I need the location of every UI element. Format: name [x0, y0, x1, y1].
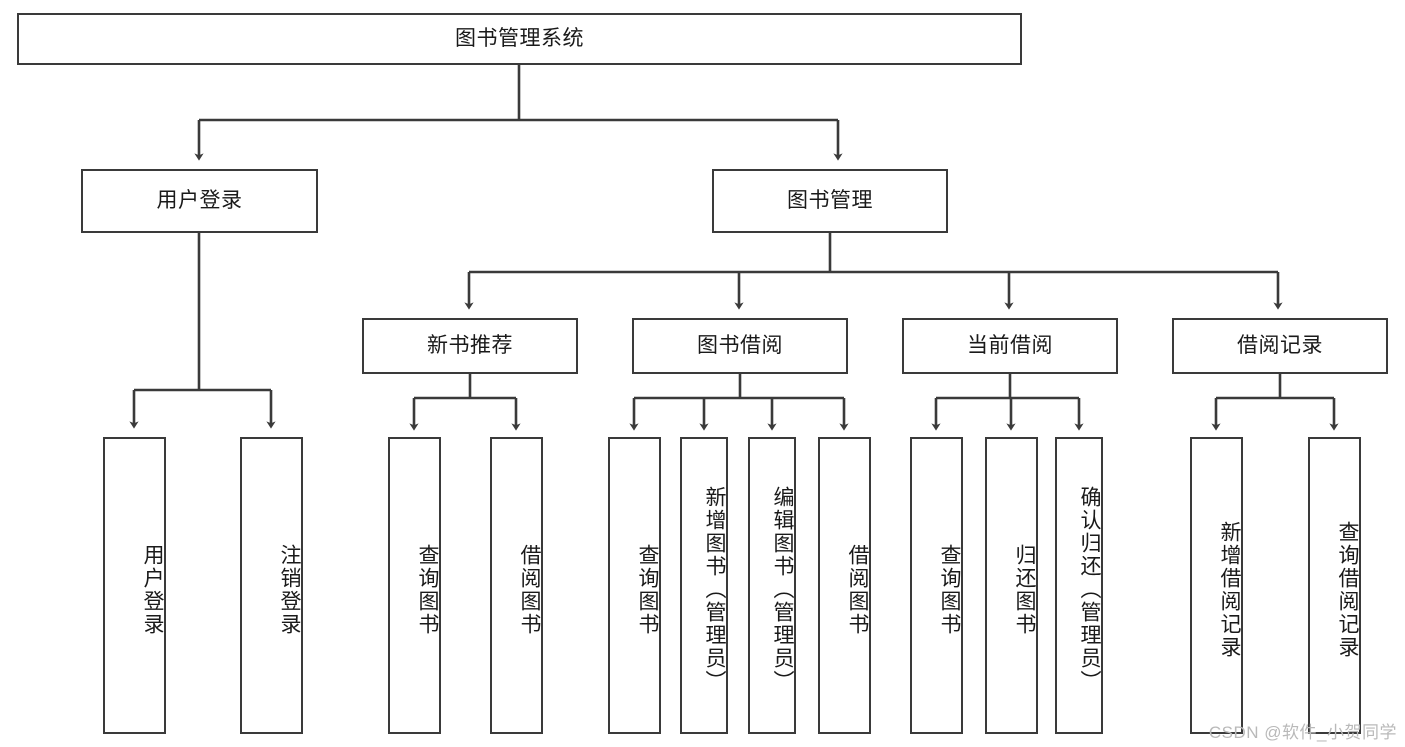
leaf-confirm-return-label: 确认归还（管理员）: [1078, 486, 1101, 693]
node-borrow-record-label: 借阅记录: [1237, 334, 1323, 358]
leaf-edit-book[interactable]: 编辑图书（管理员）: [748, 437, 796, 734]
leaf-confirm-return[interactable]: 确认归还（管理员）: [1055, 437, 1103, 734]
leaf-borrow-book-2[interactable]: 借阅图书: [818, 437, 871, 734]
leaf-query-book-1[interactable]: 查询图书: [388, 437, 441, 734]
node-book-borrow-label: 图书借阅: [697, 334, 783, 358]
leaf-add-record[interactable]: 新增借阅记录: [1190, 437, 1243, 734]
node-user-login-label: 用户登录: [156, 189, 243, 213]
leaf-return-book[interactable]: 归还图书: [985, 437, 1038, 734]
node-root-label: 图书管理系统: [455, 27, 584, 51]
leaf-logout[interactable]: 注销登录: [240, 437, 303, 734]
leaf-edit-book-label: 编辑图书（管理员）: [771, 486, 794, 693]
node-book-borrow[interactable]: 图书借阅: [632, 318, 848, 374]
leaf-add-book-label: 新增图书（管理员）: [703, 486, 726, 693]
leaf-query-book-3-label: 查询图书: [938, 543, 961, 636]
leaf-query-record-label: 查询借阅记录: [1336, 520, 1359, 659]
leaf-query-book-1-label: 查询图书: [416, 543, 439, 636]
leaf-user-login-label: 用户登录: [141, 543, 164, 636]
leaf-borrow-book-1-label: 借阅图书: [518, 543, 541, 636]
leaf-borrow-book-2-label: 借阅图书: [846, 543, 869, 636]
csdn-watermark: CSDN @软件_小贺同学: [1208, 723, 1397, 742]
node-book-manage-label: 图书管理: [787, 189, 873, 213]
node-book-manage[interactable]: 图书管理: [712, 169, 948, 233]
leaf-query-book-2[interactable]: 查询图书: [608, 437, 661, 734]
node-borrow-record[interactable]: 借阅记录: [1172, 318, 1388, 374]
leaf-logout-label: 注销登录: [278, 543, 301, 636]
leaf-return-book-label: 归还图书: [1013, 543, 1036, 636]
node-user-login[interactable]: 用户登录: [81, 169, 318, 233]
node-current-borrow[interactable]: 当前借阅: [902, 318, 1118, 374]
leaf-query-record[interactable]: 查询借阅记录: [1308, 437, 1361, 734]
leaf-add-book[interactable]: 新增图书（管理员）: [680, 437, 728, 734]
node-current-borrow-label: 当前借阅: [967, 334, 1053, 358]
leaf-user-login[interactable]: 用户登录: [103, 437, 166, 734]
node-new-book-rec-label: 新书推荐: [427, 334, 513, 358]
leaf-query-book-2-label: 查询图书: [636, 543, 659, 636]
leaf-query-book-3[interactable]: 查询图书: [910, 437, 963, 734]
node-new-book-rec[interactable]: 新书推荐: [362, 318, 578, 374]
node-root[interactable]: 图书管理系统: [17, 13, 1022, 65]
leaf-add-record-label: 新增借阅记录: [1218, 520, 1241, 659]
leaf-borrow-book-1[interactable]: 借阅图书: [490, 437, 543, 734]
